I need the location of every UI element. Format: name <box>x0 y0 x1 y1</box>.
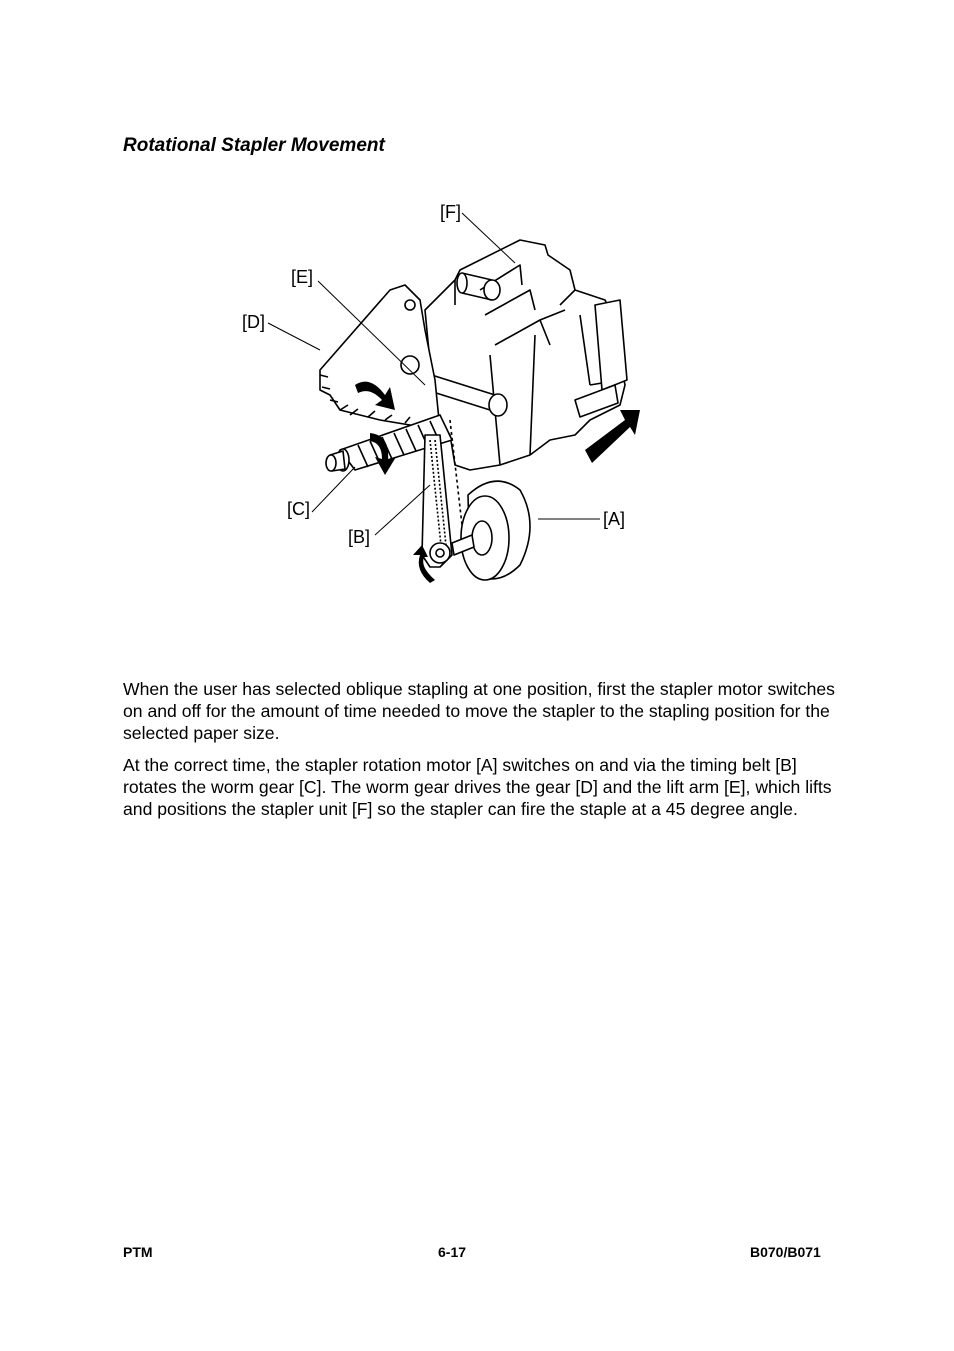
callout-f: [F] <box>440 202 461 222</box>
rotation-arrow-worm <box>370 433 396 475</box>
callout-d: [D] <box>242 312 265 332</box>
rotation-arrow-gear <box>355 381 395 410</box>
stapler-foot <box>574 384 619 418</box>
callout-a: [A] <box>603 509 625 529</box>
footer-model: B070/B071 <box>750 1244 821 1260</box>
stapler-side-panel <box>594 299 628 391</box>
body-paragraph: When the user has selected oblique stapl… <box>123 679 835 743</box>
callout-b: [B] <box>348 527 370 547</box>
body-paragraph: At the correct time, the stapler rotatio… <box>123 755 832 819</box>
stapler-mechanism-illustration: [F] [E] [D] [C] [B] [A] <box>230 195 650 595</box>
callout-e: [E] <box>291 267 313 287</box>
footer-left: PTM <box>123 1244 153 1260</box>
rotation-arrow-belt <box>413 545 435 583</box>
page-number: 6-17 <box>438 1244 467 1260</box>
stapler-mechanism-drawing: [F] [E] [D] [C] [B] [A] <box>242 202 640 583</box>
callout-c: [C] <box>287 499 310 519</box>
sector-gear <box>319 284 441 436</box>
section-title: Rotational Stapler Movement <box>123 135 385 156</box>
rotation-arrow-stapler <box>585 410 640 463</box>
stapler-unit <box>424 239 626 471</box>
